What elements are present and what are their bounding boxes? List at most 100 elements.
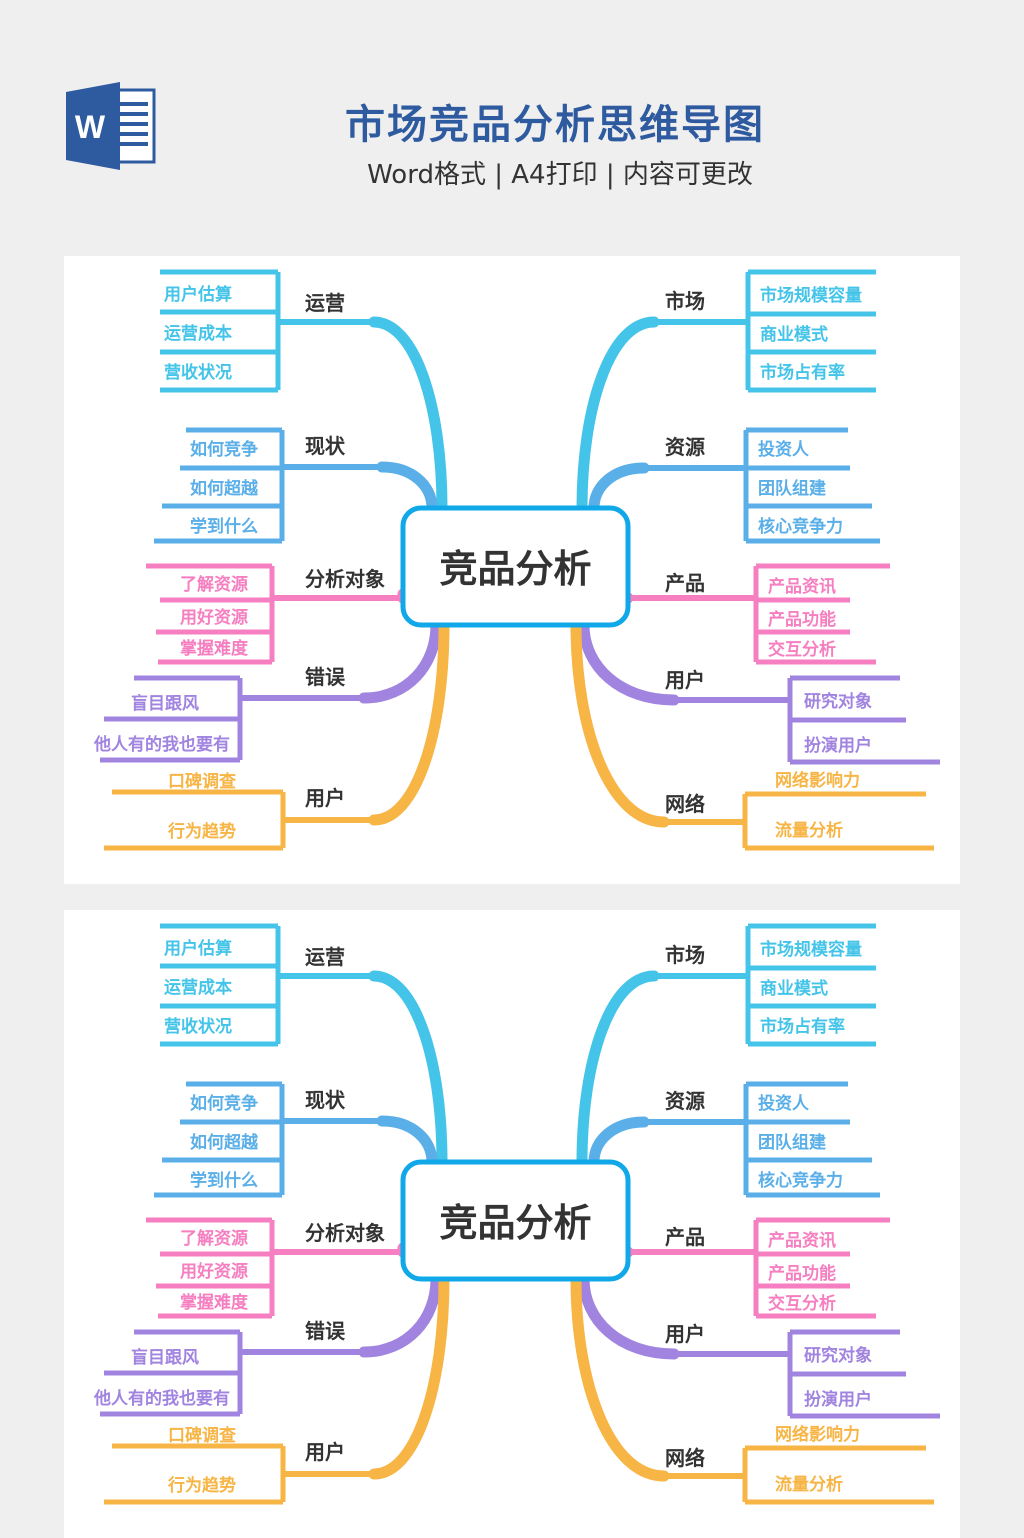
branch-trunk xyxy=(578,619,680,706)
page-title: 市场竞品分析思维导图 xyxy=(345,102,765,148)
branch-label: 产品 xyxy=(665,1225,705,1249)
child-node: 掌握难度 xyxy=(180,1292,249,1313)
child-node: 扮演用户 xyxy=(804,735,872,756)
child-node: 行为趋势 xyxy=(167,1475,236,1496)
child-node: 产品功能 xyxy=(768,609,836,630)
branch-label: 现状 xyxy=(305,1088,346,1112)
child-node: 营收状况 xyxy=(164,1016,232,1037)
branch-trunk xyxy=(358,1273,442,1358)
child-node: 产品功能 xyxy=(768,1263,836,1284)
child-node: 行为趋势 xyxy=(167,821,236,842)
branch-label: 资源 xyxy=(665,1089,705,1113)
branch-trunk xyxy=(368,316,448,514)
child-node: 核心竞争力 xyxy=(758,1170,843,1191)
child-node: 学到什么 xyxy=(190,1170,258,1191)
child-node: 核心竞争力 xyxy=(758,516,843,537)
branch-label: 分析对象 xyxy=(305,567,385,591)
branch-right-0: 市场市场规模容量商业模式市场占有率 xyxy=(576,923,876,1168)
child-node: 市场占有率 xyxy=(760,362,845,383)
center-node: 竞品分析 xyxy=(400,1159,631,1282)
mindmap-canvas: 运营用户估算运营成本营收状况现状如何竞争如何超越学到什么分析对象了解资源用好资源… xyxy=(93,269,940,851)
branch-trunk xyxy=(588,462,650,514)
child-node: 网络影响力 xyxy=(775,770,860,791)
branch-right-2: 产品产品资讯产品功能交互分析 xyxy=(622,563,890,665)
child-node: 市场占有率 xyxy=(760,1016,845,1037)
branch-label: 产品 xyxy=(665,571,705,595)
branch-connector xyxy=(272,1248,406,1255)
branch-trunk xyxy=(368,619,450,826)
child-node: 用户估算 xyxy=(164,938,232,959)
branch-label: 运营 xyxy=(305,291,345,315)
child-node: 营收状况 xyxy=(164,362,232,383)
child-node: 盲目跟风 xyxy=(131,693,199,714)
child-node: 了解资源 xyxy=(180,1228,248,1249)
branch-label: 资源 xyxy=(665,435,705,459)
child-node: 学到什么 xyxy=(190,516,258,537)
branch-trunk xyxy=(376,1115,438,1168)
branch-label: 用户 xyxy=(665,1322,705,1346)
child-node: 运营成本 xyxy=(164,323,232,344)
child-node: 用好资源 xyxy=(180,607,248,628)
branch-label: 用户 xyxy=(305,786,345,810)
branch-connector xyxy=(573,1278,745,1479)
branch-trunk xyxy=(368,1273,450,1480)
branch-trunk xyxy=(376,461,438,514)
child-node: 市场规模容量 xyxy=(760,939,862,960)
child-node: 研究对象 xyxy=(804,1345,872,1366)
branch-trunk xyxy=(576,316,660,514)
center-label: 竞品分析 xyxy=(439,547,591,591)
child-node: 研究对象 xyxy=(804,691,872,712)
child-node: 交互分析 xyxy=(768,639,836,660)
child-node: 了解资源 xyxy=(180,574,248,595)
child-node: 网络影响力 xyxy=(775,1424,860,1445)
page-subtitle: Word格式 | A4打印 | 内容可更改 xyxy=(367,160,753,190)
child-node: 交互分析 xyxy=(768,1293,836,1314)
child-node: 运营成本 xyxy=(164,977,232,998)
branch-right-1: 资源投资人团队组建核心竞争力 xyxy=(588,1081,880,1198)
branch-label: 运营 xyxy=(305,945,345,969)
child-node: 掌握难度 xyxy=(180,638,249,659)
branch-label: 分析对象 xyxy=(305,1221,385,1245)
branch-connector xyxy=(573,624,745,825)
branch-label: 用户 xyxy=(665,668,705,692)
child-node: 流量分析 xyxy=(775,820,843,841)
child-node: 用户估算 xyxy=(164,284,232,305)
child-node: 他人有的我也要有 xyxy=(93,1388,230,1409)
child-node: 他人有的我也要有 xyxy=(93,734,230,755)
branch-right-0: 市场市场规模容量商业模式市场占有率 xyxy=(576,269,876,514)
branch-label: 现状 xyxy=(305,434,346,458)
center-label: 竞品分析 xyxy=(439,1201,591,1245)
child-node: 口碑调查 xyxy=(168,1425,237,1446)
branch-label: 市场 xyxy=(665,289,705,313)
branch-trunk xyxy=(576,970,660,1168)
branch-trunk xyxy=(570,619,670,828)
branch-trunk xyxy=(368,970,448,1168)
branch-label: 网络 xyxy=(665,792,705,816)
child-node: 产品资讯 xyxy=(768,1230,836,1251)
child-node: 如何竞争 xyxy=(190,1093,258,1114)
child-node: 如何超越 xyxy=(190,1132,259,1153)
branch-trunk xyxy=(588,1116,650,1168)
child-node: 如何竞争 xyxy=(190,439,258,460)
child-node: 团队组建 xyxy=(758,478,826,499)
branch-label: 用户 xyxy=(305,1440,345,1464)
child-node: 团队组建 xyxy=(758,1132,826,1153)
child-node: 投资人 xyxy=(758,439,810,460)
child-node: 用好资源 xyxy=(180,1261,248,1282)
